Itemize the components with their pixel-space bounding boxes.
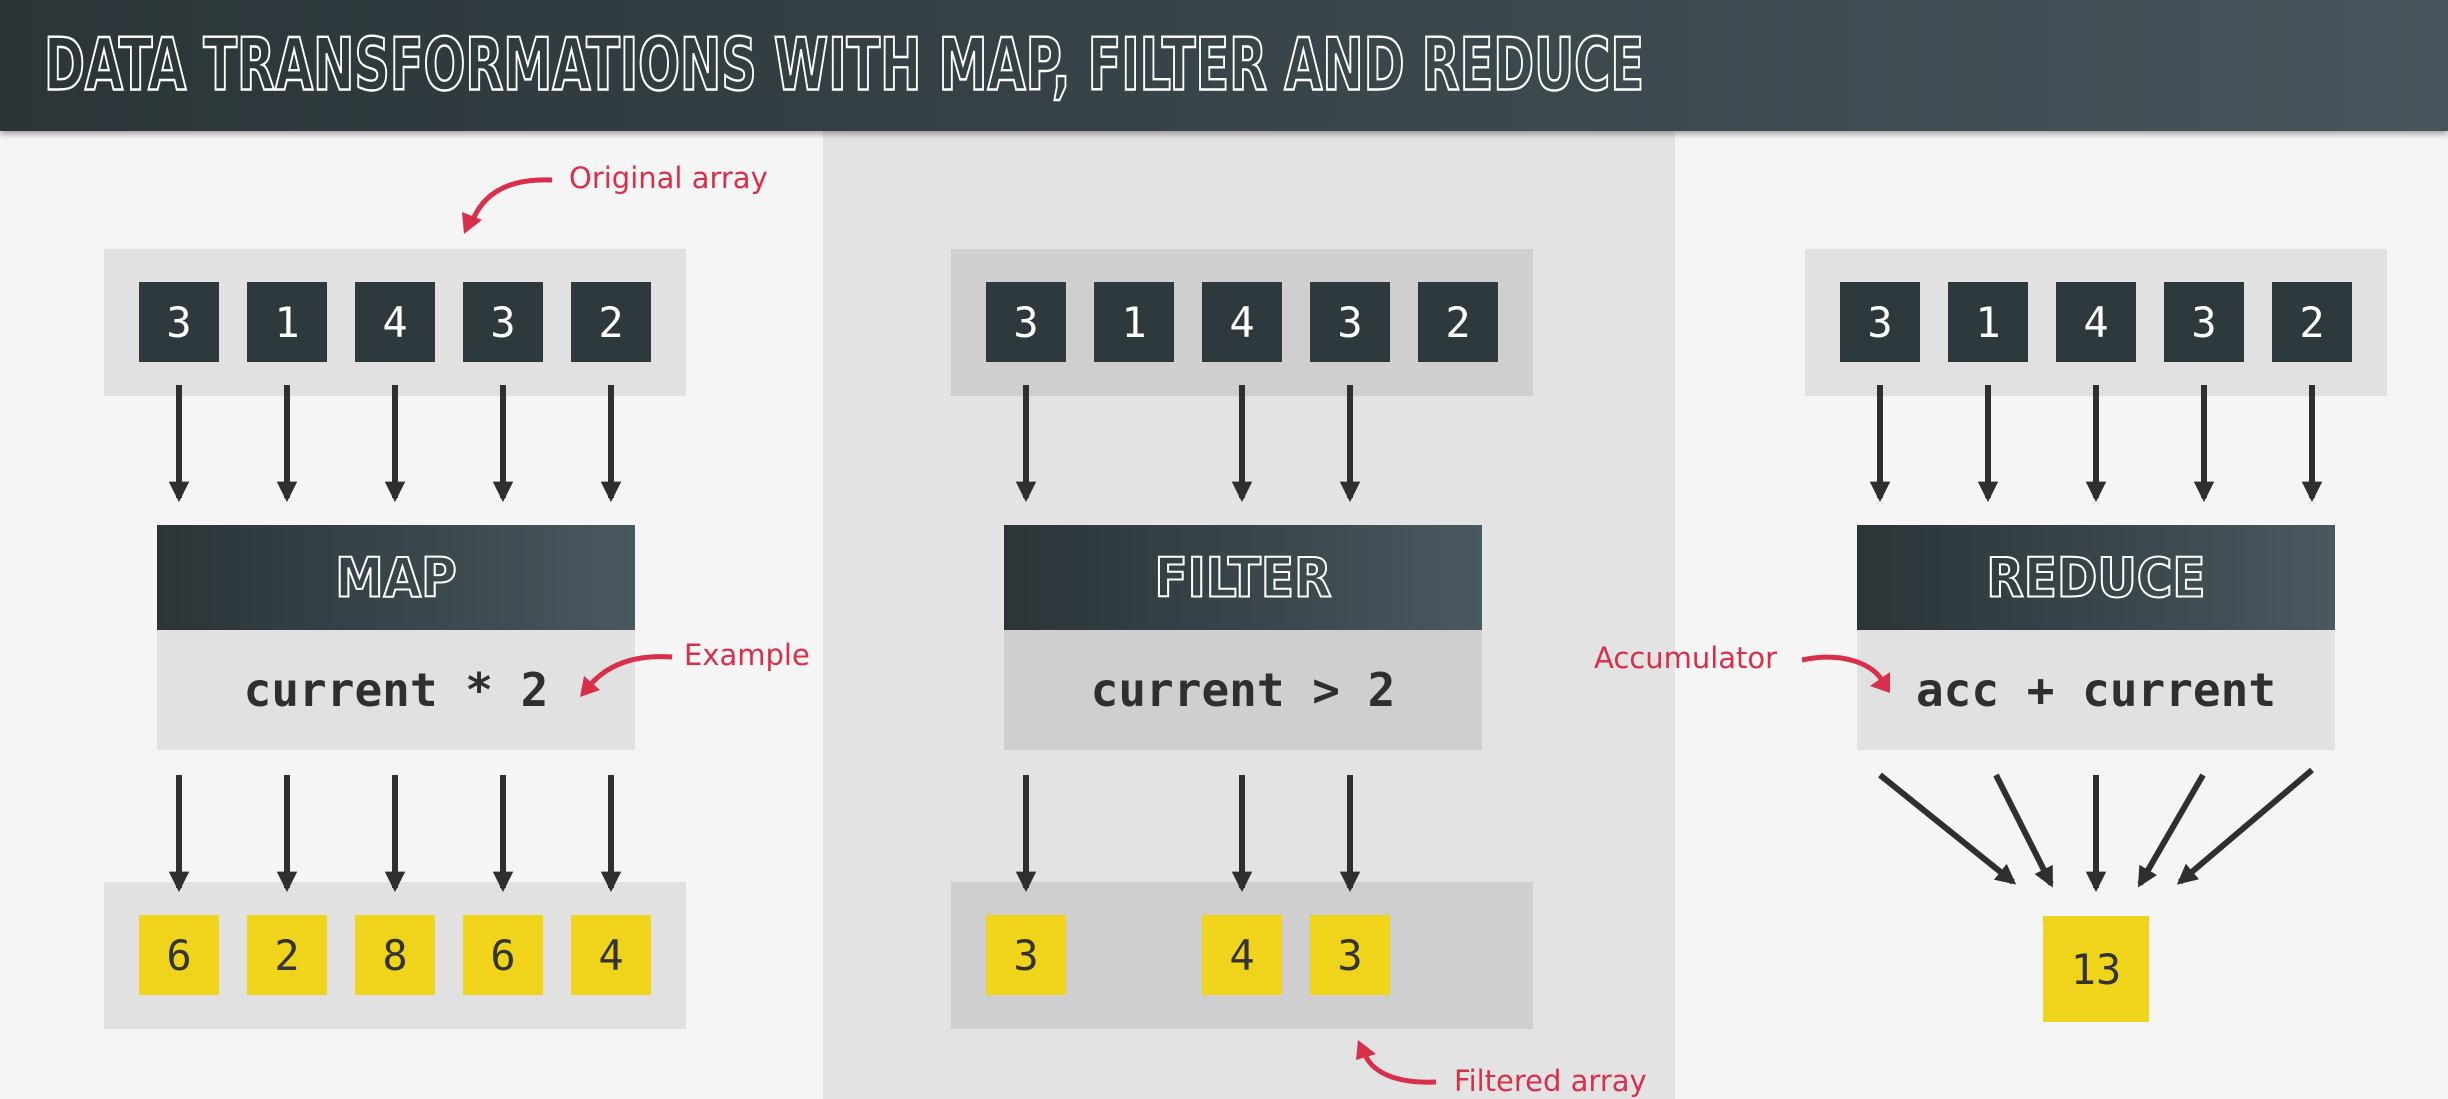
page-title: DATA TRANSFORMATIONS WITH MAP, FILTER AN… xyxy=(44,23,1644,107)
filter-input-cell: 2 xyxy=(1418,282,1498,362)
map-operation-header: MAP xyxy=(157,525,635,630)
filter-label-svg: FILTER xyxy=(1153,545,1332,610)
reduce-label-svg: REDUCE xyxy=(1985,545,2206,610)
reduce-expression: acc + current xyxy=(1857,630,2335,750)
reduce-operation-header: REDUCE xyxy=(1857,525,2335,630)
filter-input-array: 3 1 4 3 2 xyxy=(951,249,1533,396)
annotation-original-array: Original array xyxy=(569,161,768,195)
filter-operation-header: FILTER xyxy=(1004,525,1482,630)
filter-label: FILTER xyxy=(1154,546,1331,609)
annotation-example: Example xyxy=(684,638,810,672)
reduce-input-array: 3 1 4 3 2 xyxy=(1805,249,2387,396)
filter-output-cell: 3 xyxy=(1310,915,1390,995)
filter-output-array: 3 4 3 xyxy=(951,882,1533,1029)
annotation-accumulator: Accumulator xyxy=(1594,641,1778,675)
filter-input-cell: 1 xyxy=(1094,282,1174,362)
map-output-cell: 8 xyxy=(355,915,435,995)
reduce-input-cell: 1 xyxy=(1948,282,2028,362)
header-title-svg: DATA TRANSFORMATIONS WITH MAP, FILTER AN… xyxy=(43,21,1645,107)
reduce-input-cell: 3 xyxy=(1840,282,1920,362)
reduce-label: REDUCE xyxy=(1986,546,2205,609)
map-output-cell: 2 xyxy=(247,915,327,995)
map-expression: current * 2 xyxy=(157,630,635,750)
map-output-cell: 6 xyxy=(463,915,543,995)
map-input-cell: 3 xyxy=(139,282,219,362)
map-label: MAP xyxy=(335,546,457,609)
reduce-input-cell: 3 xyxy=(2164,282,2244,362)
annotation-filtered-array: Filtered array xyxy=(1454,1064,1647,1098)
map-label-svg: MAP xyxy=(334,545,458,610)
filter-input-cell: 3 xyxy=(986,282,1066,362)
map-output-cell: 4 xyxy=(571,915,651,995)
map-input-cell: 2 xyxy=(571,282,651,362)
filter-output-cell: 3 xyxy=(986,915,1066,995)
map-output-array: 6 2 8 6 4 xyxy=(104,882,686,1029)
map-input-cell: 1 xyxy=(247,282,327,362)
filter-expression: current > 2 xyxy=(1004,630,1482,750)
reduce-result-cell: 13 xyxy=(2043,916,2149,1022)
filter-input-cell: 4 xyxy=(1202,282,1282,362)
header-bar: DATA TRANSFORMATIONS WITH MAP, FILTER AN… xyxy=(0,0,2448,131)
map-input-cell: 3 xyxy=(463,282,543,362)
map-output-cell: 6 xyxy=(139,915,219,995)
filter-input-cell: 3 xyxy=(1310,282,1390,362)
map-input-array: 3 1 4 3 2 xyxy=(104,249,686,396)
reduce-input-cell: 4 xyxy=(2056,282,2136,362)
reduce-input-cell: 2 xyxy=(2272,282,2352,362)
map-input-cell: 4 xyxy=(355,282,435,362)
filter-output-cell: 4 xyxy=(1202,915,1282,995)
